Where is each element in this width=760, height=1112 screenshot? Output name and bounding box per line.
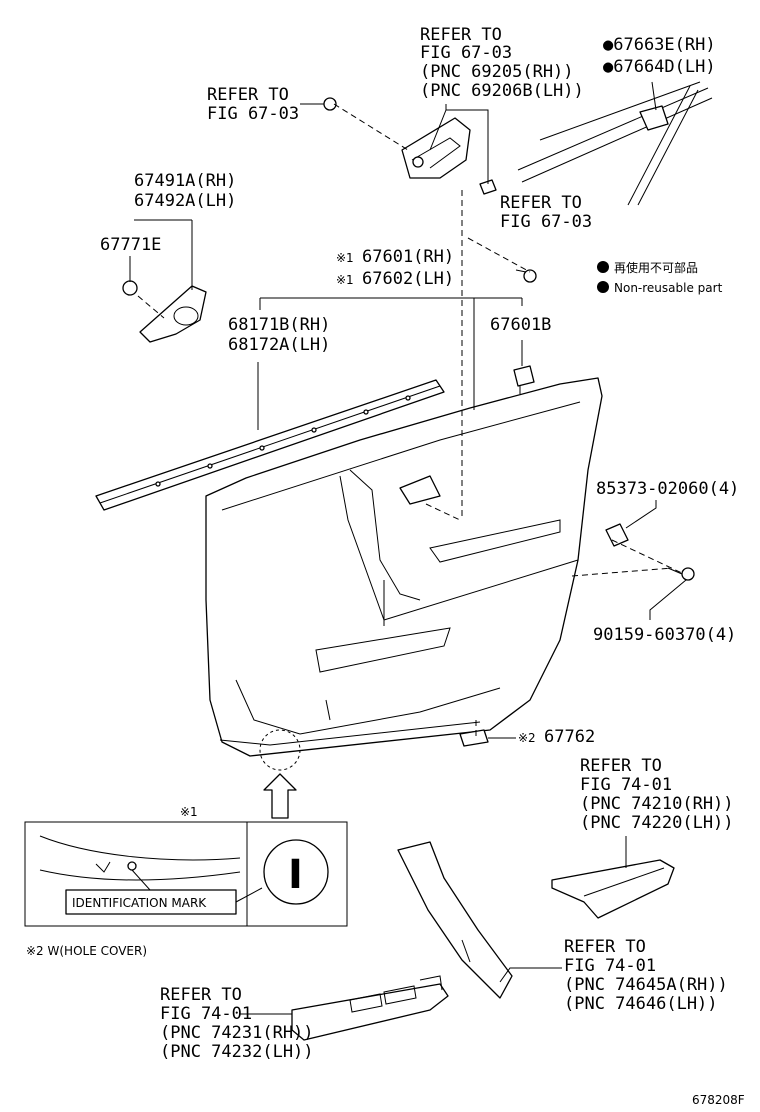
detail-callout bbox=[259, 729, 301, 819]
refer-top-center-line1: REFER TO bbox=[420, 25, 502, 45]
part-68171b-label: 68171B(RH) bbox=[228, 315, 330, 335]
legend-bullet-en bbox=[597, 281, 609, 293]
part-67602-note-mark: ※1 bbox=[336, 273, 354, 287]
identification-inset: ※1 IDENTIFICATION MARK I bbox=[24, 805, 348, 927]
refer-742-line1: REFER TO bbox=[580, 756, 662, 776]
refer-742-line4: (PNC 74220(LH)) bbox=[580, 813, 734, 833]
refer-742-line3: (PNC 74210(RH)) bbox=[580, 794, 734, 814]
refer-746-line1: REFER TO bbox=[564, 937, 646, 957]
refer-746-line4: (PNC 74646(LH)) bbox=[564, 994, 718, 1014]
identification-mark-label: IDENTIFICATION MARK bbox=[72, 896, 207, 910]
refer-746-line2: FIG 74-01 bbox=[564, 956, 656, 976]
refer-7423-line2: FIG 74-01 bbox=[160, 1004, 252, 1024]
refer-top-left-line2: FIG 67-03 bbox=[207, 104, 299, 124]
refer-746-line3: (PNC 74645A(RH)) bbox=[564, 975, 728, 995]
dashed-assembly-lines bbox=[137, 103, 685, 736]
part-67601-note-mark-1: ※1 bbox=[336, 251, 354, 265]
refer-742-line2: FIG 74-01 bbox=[580, 775, 672, 795]
speaker-cover-drawing bbox=[122, 280, 207, 343]
refer-7423-line3: (PNC 74231(RH)) bbox=[160, 1023, 314, 1043]
part-67602-label: 67602(LH) bbox=[362, 269, 454, 289]
part-85373-label: 85373-02060(4) bbox=[596, 479, 739, 499]
screw-90159-drawing bbox=[667, 567, 695, 581]
switch-panel-drawing bbox=[291, 975, 449, 1041]
door-trim-board-drawing bbox=[205, 377, 603, 757]
part-67492a-label: 67492A(LH) bbox=[134, 191, 236, 211]
legend-en-text: Non-reusable part bbox=[614, 281, 723, 295]
clip-67601b-drawing bbox=[513, 365, 535, 394]
inset-note-mark: ※1 bbox=[180, 805, 198, 819]
refer-top-center-line3: (PNC 69205(RH)) bbox=[420, 62, 574, 82]
part-67762-label: 67762 bbox=[544, 727, 595, 747]
hole-cover-note: ※2 W(HOLE COVER) bbox=[26, 944, 147, 958]
part-67771e-label: 67771E bbox=[100, 235, 161, 255]
inside-handle-bracket-drawing bbox=[401, 117, 497, 195]
part-67664d-label: ●67664D(LH) bbox=[603, 57, 716, 77]
part-67663e-label: ●67663E(RH) bbox=[603, 35, 716, 55]
refer-top-left-line1: REFER TO bbox=[207, 85, 289, 105]
refer-top-center-line2: FIG 67-03 bbox=[420, 43, 512, 63]
screw-mid-drawing bbox=[515, 269, 537, 283]
armrest-cover-drawing bbox=[551, 859, 675, 919]
screw-top-drawing bbox=[300, 97, 337, 111]
part-68172a-label: 68172A(LH) bbox=[228, 335, 330, 355]
part-67762-note-mark: ※2 bbox=[518, 731, 536, 745]
refer-mid-line2: FIG 67-03 bbox=[500, 212, 592, 232]
legend-jp-text: 再使用不可部品 bbox=[614, 260, 698, 275]
part-67601-label: 67601(RH) bbox=[362, 247, 454, 267]
part-67491a-label: 67491A(RH) bbox=[134, 171, 236, 191]
window-frame-drawing bbox=[517, 81, 713, 206]
identification-mark-symbol: I bbox=[288, 852, 303, 898]
weatherstrip-drawing bbox=[95, 379, 445, 511]
refer-7423-line4: (PNC 74232(LH)) bbox=[160, 1042, 314, 1062]
legend-bullet-jp bbox=[597, 261, 609, 273]
refer-7423-line1: REFER TO bbox=[160, 985, 242, 1005]
refer-top-center-line4: (PNC 69206B(LH)) bbox=[420, 81, 584, 101]
leader-lines bbox=[129, 81, 687, 1015]
figure-id: 678208F bbox=[692, 1093, 745, 1107]
part-67601b-label: 67601B bbox=[490, 315, 551, 335]
part-90159-label: 90159-60370(4) bbox=[593, 625, 736, 645]
clip-85373-drawing bbox=[605, 523, 629, 547]
pull-handle-drawing bbox=[397, 841, 513, 999]
refer-mid-line1: REFER TO bbox=[500, 193, 582, 213]
